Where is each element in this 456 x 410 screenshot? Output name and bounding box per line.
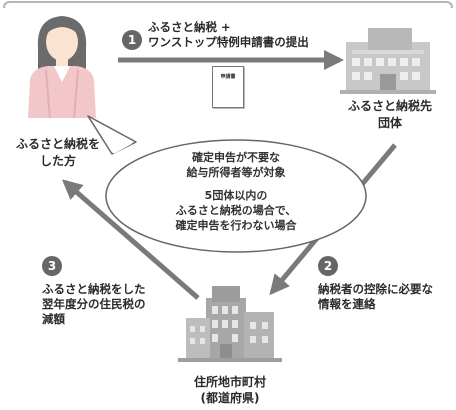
step3-label: ふるさと納税をした 翌年度分の住民税の 減額 — [42, 282, 146, 326]
step2-label: 納税者の控除に必要な 情報を連絡 — [318, 282, 433, 311]
document-label: 申請書 — [220, 74, 236, 80]
residence-municipality-label: 住所地市町村 (都道府県) — [193, 375, 266, 405]
step1-number-badge: 1 — [122, 30, 142, 50]
panel-border — [3, 1, 453, 9]
taxpayer-label: ふるさと納税を した方 — [15, 137, 100, 168]
condition-text: 確定申告が不要な 給与所得者等が対象 5団体以内の ふるさと納税の場合で、 確定… — [175, 151, 297, 232]
condition-speech-bubble — [87, 115, 367, 253]
step3-number-badge: 3 — [42, 256, 62, 276]
arrow-step3 — [61, 179, 200, 300]
step1-label: ふるさと納税 + ワンストップ特例申請書の提出 — [148, 20, 309, 49]
step2-number-badge: 2 — [318, 256, 338, 276]
residence-municipality-building-icon — [178, 286, 282, 362]
destination-municipality-label: ふるさと納税先 団体 — [347, 99, 432, 130]
taxpayer-person-icon — [28, 16, 96, 119]
application-document-icon: 申請書 — [212, 66, 244, 108]
municipality-building-icon — [340, 28, 436, 94]
